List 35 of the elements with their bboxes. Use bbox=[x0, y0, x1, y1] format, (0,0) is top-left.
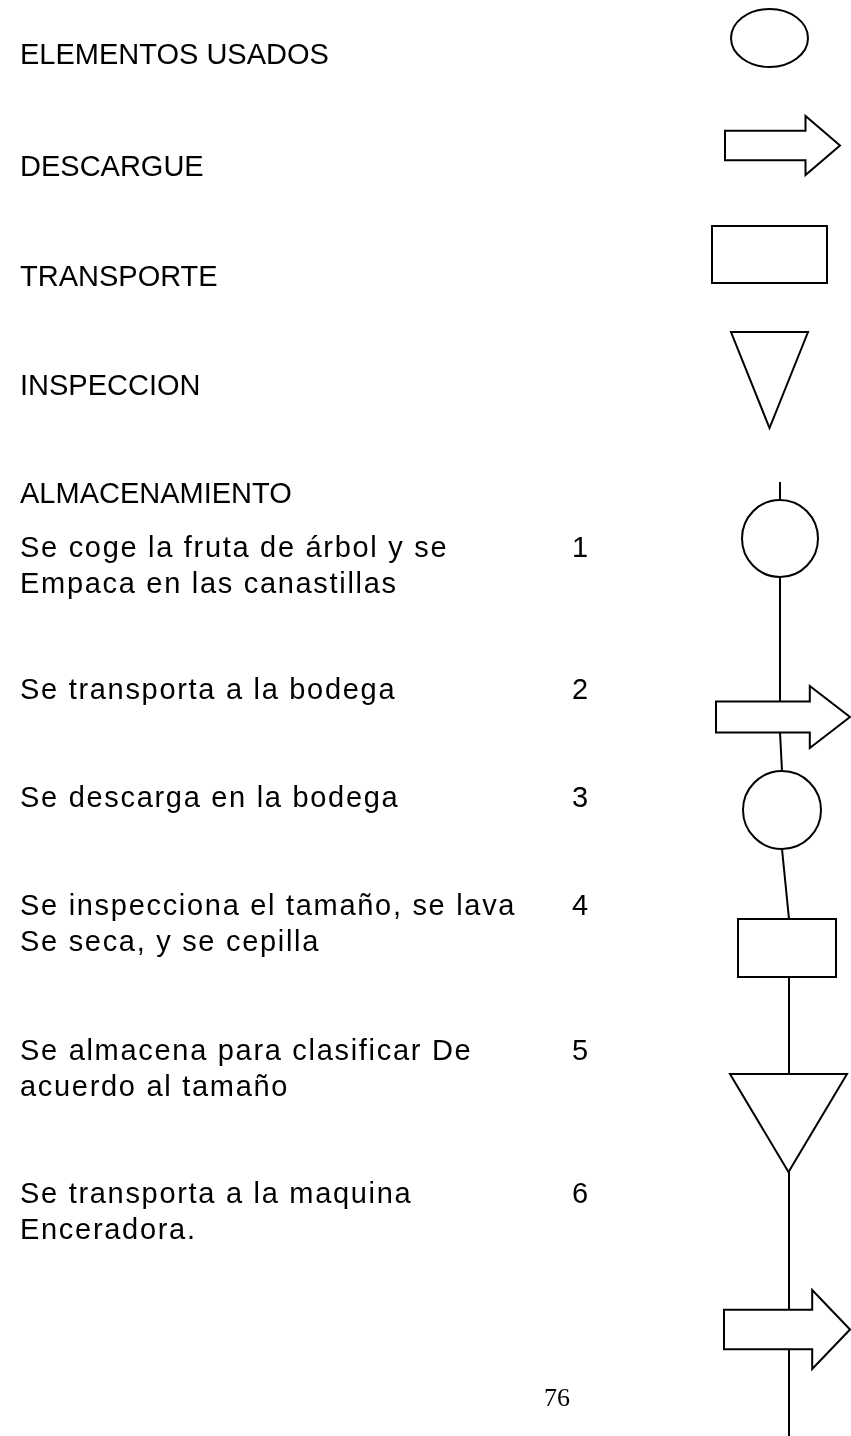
triangle-symbol bbox=[728, 1073, 849, 1174]
connector-line bbox=[788, 1171, 790, 1311]
heading-text: ELEMENTOS USADOS bbox=[20, 37, 329, 72]
step-number: 2 bbox=[572, 672, 589, 707]
circle-symbol bbox=[741, 499, 819, 578]
step-number: 1 bbox=[572, 530, 589, 565]
step-text: Se coge la fruta de árbol y se Empaca en las canastillas bbox=[20, 530, 450, 601]
heading-text: DESCARGUE bbox=[20, 149, 204, 184]
ellipse-symbol bbox=[730, 8, 809, 68]
rectangle-symbol bbox=[737, 918, 837, 978]
block-arrow-symbol bbox=[715, 683, 851, 751]
step-text: Se transporta a la maquina Enceradora. bbox=[20, 1176, 414, 1247]
step-text: Se almacena para clasificar De acuerdo al tamaño bbox=[20, 1033, 474, 1104]
connector-line bbox=[779, 731, 783, 772]
heading-text: TRANSPORTE bbox=[20, 259, 218, 294]
connector-line bbox=[779, 481, 781, 501]
step-text: Se transporta a la bodega bbox=[20, 672, 398, 707]
circle-symbol bbox=[742, 770, 822, 850]
connector-line bbox=[779, 576, 781, 703]
block-arrow-symbol bbox=[723, 1287, 851, 1372]
triangle-symbol bbox=[729, 331, 810, 431]
connector-line bbox=[781, 848, 790, 920]
page-number: 76 bbox=[544, 1382, 570, 1414]
heading-text: INSPECCION bbox=[20, 368, 201, 403]
step-number: 3 bbox=[572, 780, 589, 815]
connector-line bbox=[788, 976, 790, 1075]
rectangle-symbol bbox=[711, 225, 828, 284]
heading-text: ALMACENAMIENTO bbox=[20, 476, 292, 511]
step-text: Se descarga en la bodega bbox=[20, 780, 401, 815]
block-arrow-symbol bbox=[724, 113, 842, 178]
step-number: 5 bbox=[572, 1033, 589, 1068]
step-number: 4 bbox=[572, 888, 589, 923]
connector-line bbox=[788, 1348, 790, 1436]
step-number: 6 bbox=[572, 1176, 589, 1211]
step-text: Se inspecciona el tamaño, se lava Se seca, y se cepilla bbox=[20, 888, 518, 959]
